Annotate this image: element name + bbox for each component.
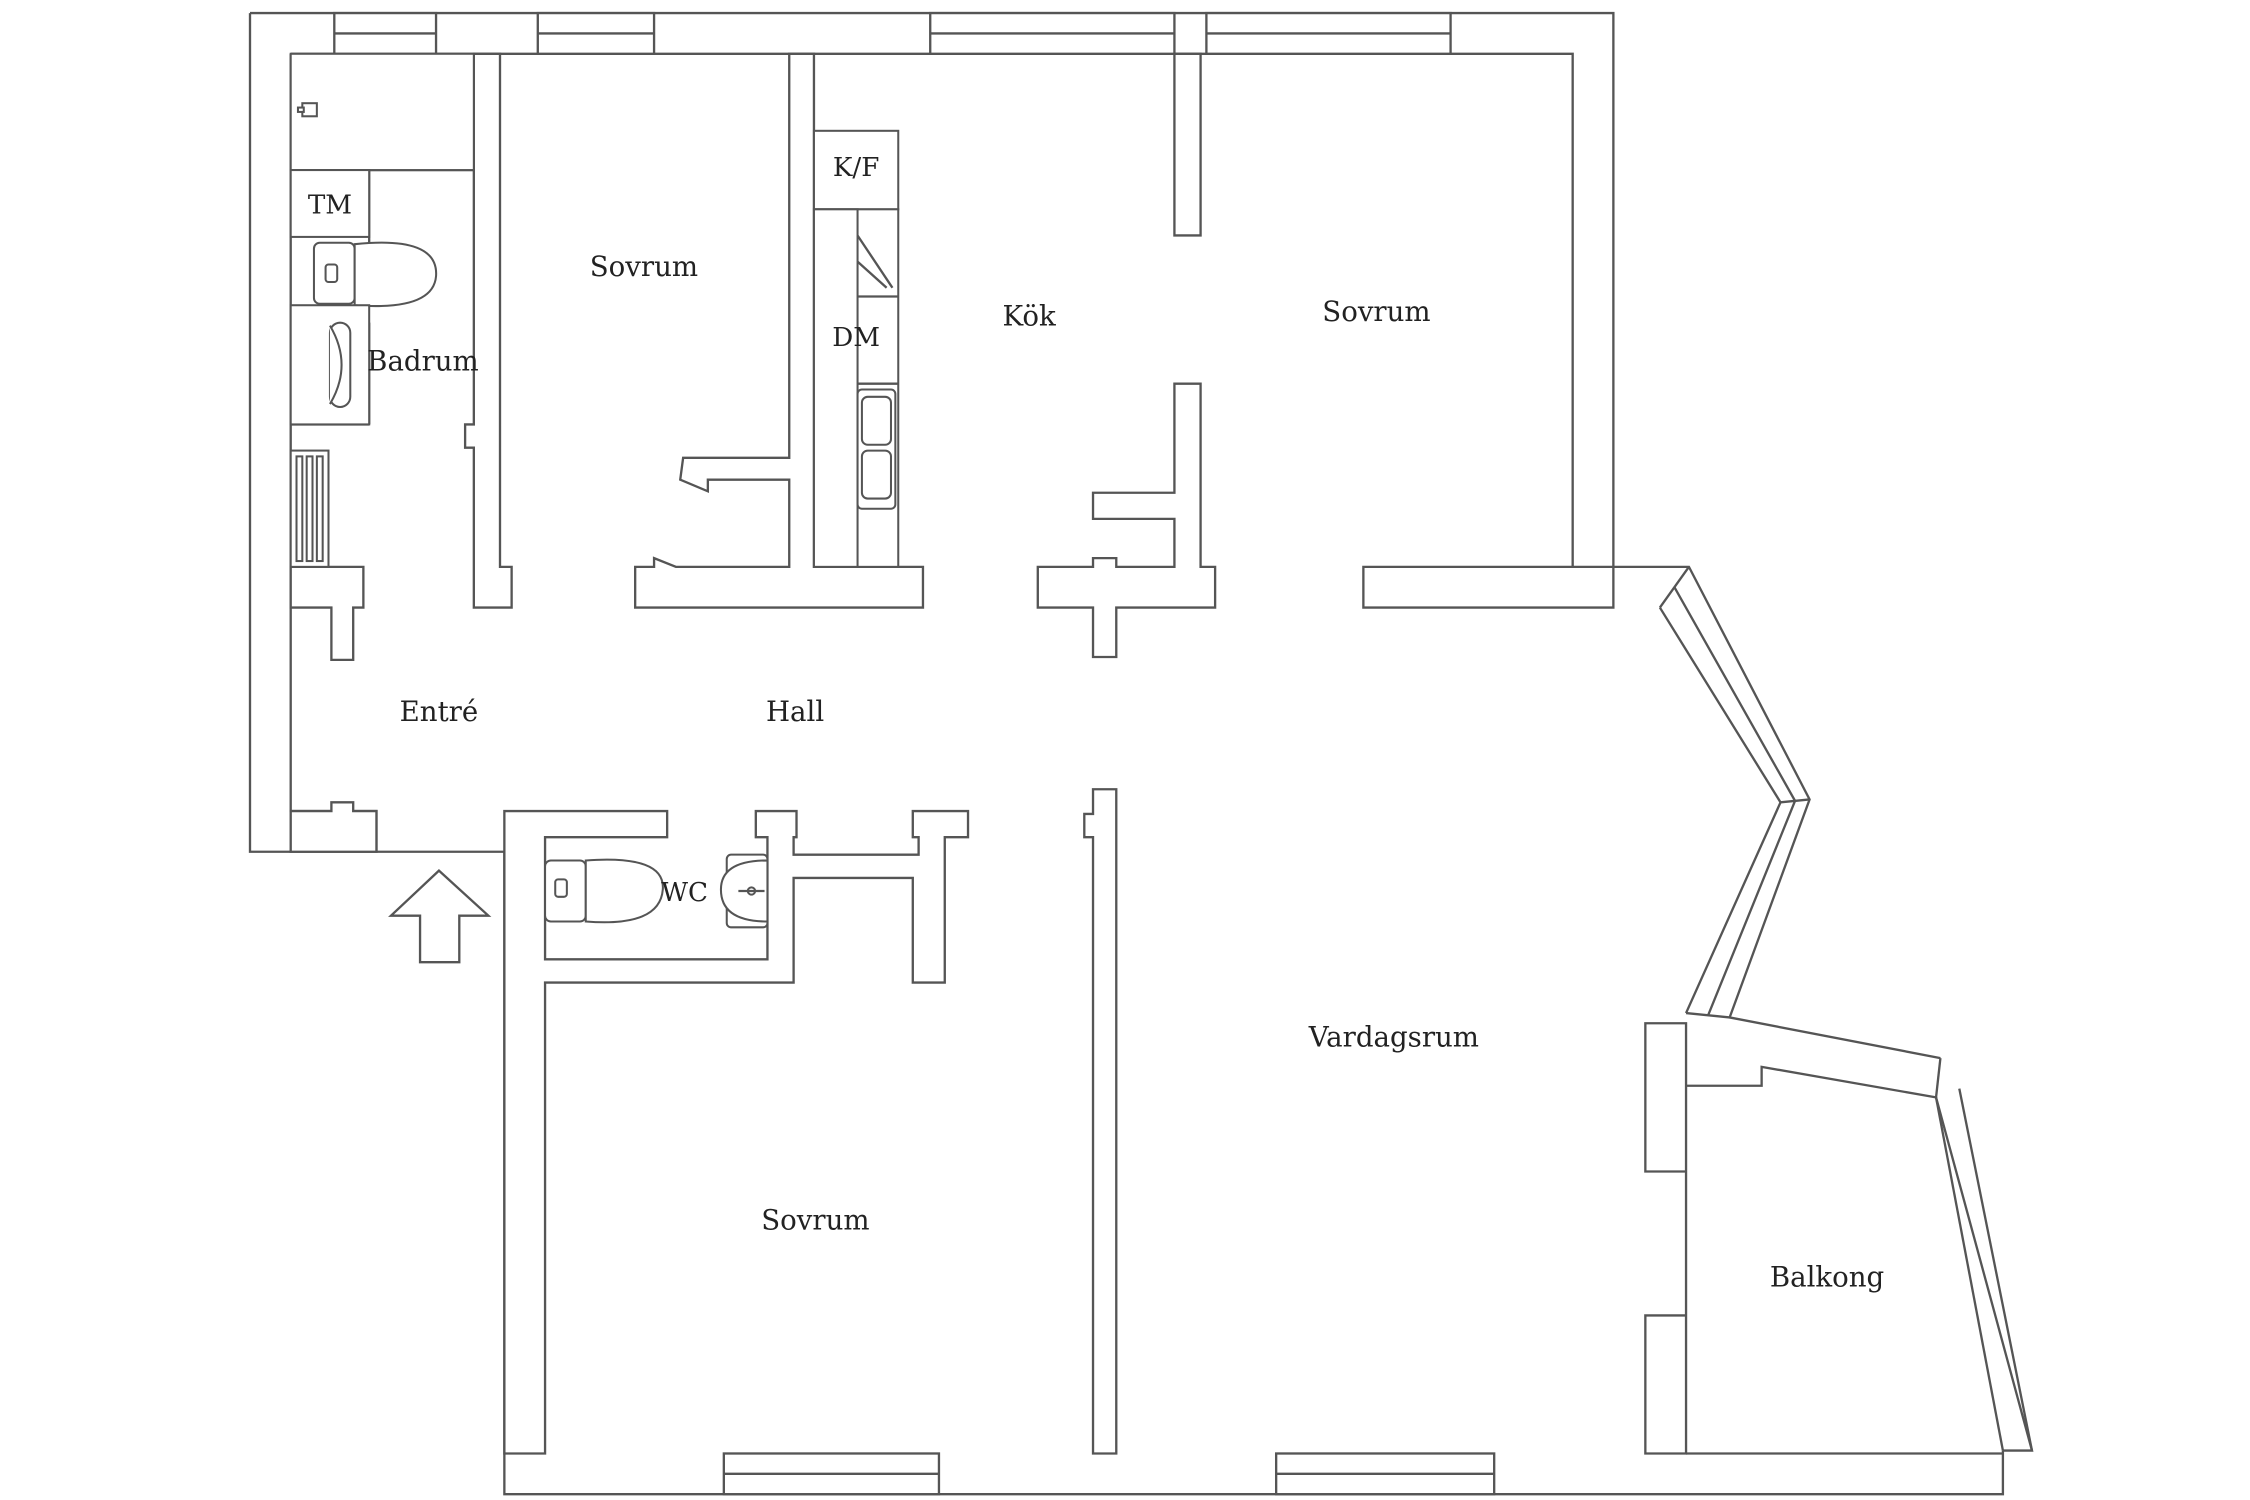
bathroom-fixtures [289,52,475,568]
washbasin-icon [289,304,371,426]
label-kok: Kök [1002,300,1056,333]
label-entre: Entré [400,695,479,728]
label-tm: TM [308,191,352,221]
kitchen-fixtures [812,129,900,568]
wc-toilet-icon [544,858,664,924]
entrance-arrow-icon [388,869,492,964]
label-wc: WC [661,878,708,908]
wc-fixtures [544,853,769,929]
shower-icon [289,52,475,172]
outer-walls [248,11,2005,1496]
label-hall: Hall [766,695,824,728]
windows [333,11,1496,1496]
label-kf: K/F [833,153,880,183]
wc-sink-icon [719,853,769,929]
washing-machine [289,169,371,238]
label-dm: DM [832,323,880,353]
interior-walls-bottom [503,788,2034,1455]
toilet-icon [312,241,438,308]
label-balkong: Balkong [1770,1260,1884,1293]
interior-walls [289,52,1615,853]
counter-front [812,208,859,568]
label-vardagsrum: Vardagsrum [1308,1021,1479,1054]
label-badrum: Badrum [367,345,479,378]
label-sovrum-bottom: Sovrum [761,1204,869,1237]
radiator-icon [289,449,330,568]
room-labels: Badrum TM Sovrum K/F DM Kök Sovrum Entré… [308,153,1884,1293]
label-sovrum-top-right: Sovrum [1322,295,1430,328]
label-sovrum-top-left: Sovrum [590,250,698,283]
